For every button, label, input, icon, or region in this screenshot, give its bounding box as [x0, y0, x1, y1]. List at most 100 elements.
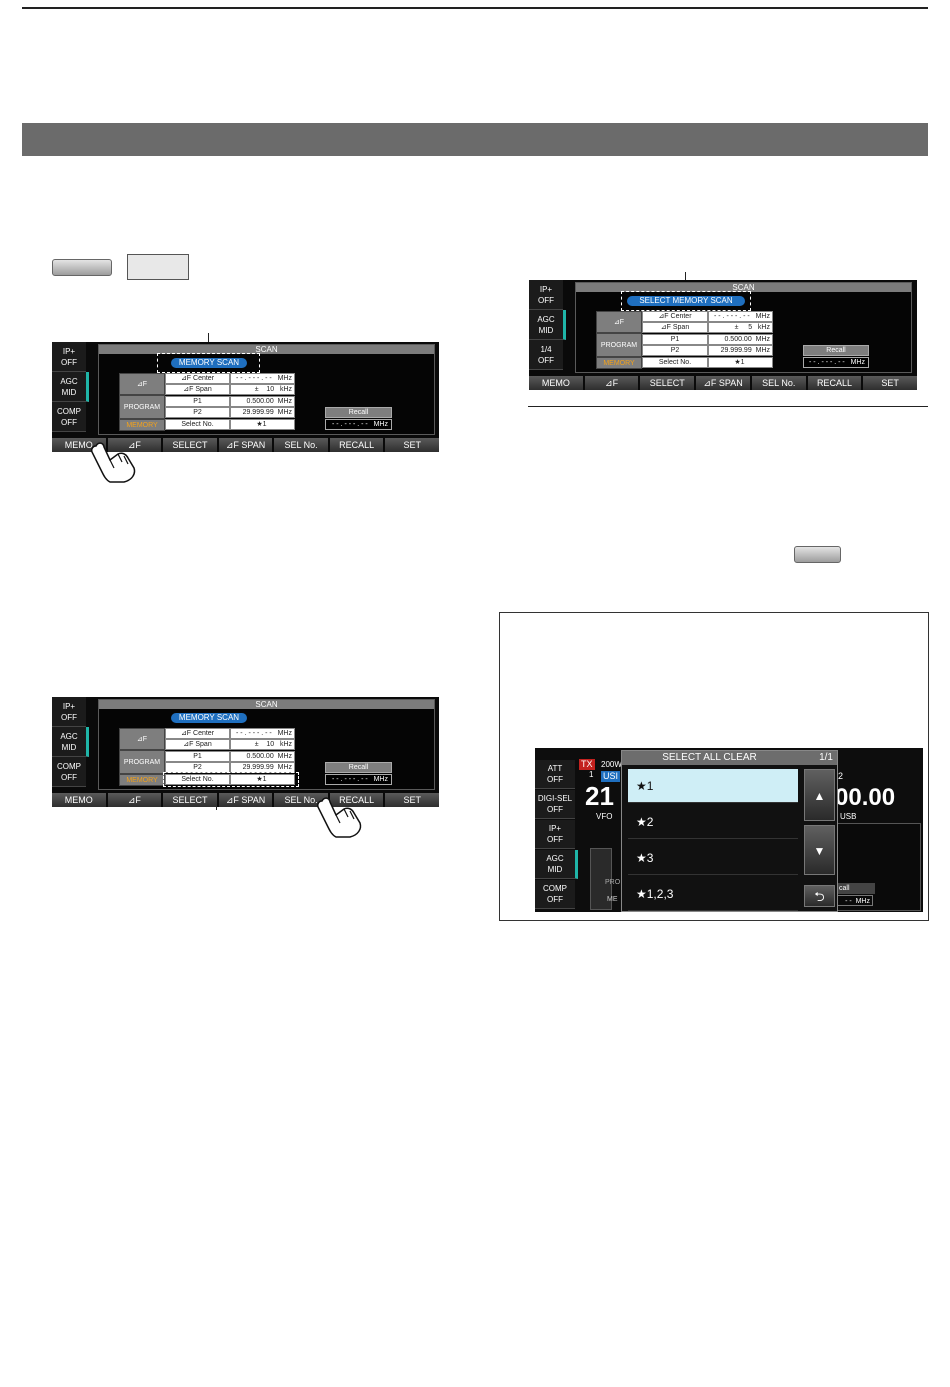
soft-key-set[interactable]: SET: [385, 438, 440, 452]
back-icon[interactable]: ⮌: [804, 885, 835, 907]
vfo-number: 2: [838, 771, 844, 781]
scroll-up-icon[interactable]: ▲: [804, 769, 835, 821]
side-key-digi-sel[interactable]: DIGI-SEL OFF: [535, 790, 575, 819]
soft-key-recall[interactable]: RECALL: [807, 376, 862, 390]
group-program[interactable]: PROGRAM: [119, 395, 165, 419]
soft-key-sel-no[interactable]: SEL No.: [274, 793, 328, 807]
group-memory[interactable]: MEMORY: [119, 774, 165, 786]
side-key-comp[interactable]: COMP OFF: [535, 880, 575, 909]
row-label: P1: [165, 751, 230, 762]
dialog-header: SELECT ALL CLEAR 1/1: [622, 751, 837, 765]
soft-key-set[interactable]: SET: [385, 793, 440, 807]
mode-right: USB: [840, 812, 857, 821]
soft-key-recall[interactable]: RECALL: [329, 438, 384, 452]
side-key-comp[interactable]: 1/4 OFF: [529, 340, 563, 370]
list-item[interactable]: ★2: [628, 805, 798, 839]
side-key-label: IP+: [62, 701, 76, 711]
soft-key-df[interactable]: ⊿F: [584, 376, 639, 390]
group-program[interactable]: PROGRAM: [596, 333, 642, 357]
select-all-clear-dialog: SELECT ALL CLEAR 1/1 ★1 ★2 ★3 ★1,2,3 ▲ ▼…: [621, 750, 838, 912]
side-key-value: OFF: [538, 295, 554, 305]
soft-key-sel-no[interactable]: SEL No.: [274, 438, 328, 452]
side-key-ip[interactable]: IP+ OFF: [535, 820, 575, 849]
soft-key-memo[interactable]: MEMO: [52, 793, 106, 807]
list-item[interactable]: ★1,2,3: [628, 877, 798, 911]
side-key-ip[interactable]: IP+ OFF: [529, 280, 563, 310]
side-key-agc[interactable]: AGC MID: [52, 727, 89, 757]
side-key-ip[interactable]: IP+ OFF: [52, 342, 86, 372]
side-key-label: IP+: [62, 346, 76, 356]
side-key-att[interactable]: ATT OFF: [535, 760, 575, 789]
side-key-value: OFF: [547, 835, 563, 844]
group-memory[interactable]: MEMORY: [119, 419, 165, 431]
row-label: ⊿F Center: [165, 373, 230, 384]
recall-title[interactable]: Recall: [325, 407, 392, 418]
row-label: P1: [165, 396, 230, 407]
list-item[interactable]: ★3: [628, 841, 798, 875]
group-df[interactable]: ⊿F: [119, 373, 165, 395]
row-label: P1: [642, 334, 708, 345]
frequency-digits-right: 00.00: [835, 784, 896, 811]
highlight-frame: [157, 353, 260, 373]
recall-title[interactable]: Recall: [325, 762, 392, 773]
recall-mhz-fragment: - - MHz: [837, 895, 873, 906]
soft-key-df[interactable]: ⊿F: [107, 438, 162, 452]
row-value: - - . - - - . - - MHz: [708, 311, 773, 322]
soft-key-memo[interactable]: MEMO: [529, 376, 583, 390]
group-memory[interactable]: MEMORY: [596, 357, 642, 369]
side-key-comp[interactable]: COMP OFF: [52, 757, 86, 787]
row-value: ± 10 kHz: [230, 384, 295, 395]
column-rule: [528, 406, 928, 407]
side-key-label: 1/4: [540, 344, 552, 354]
soft-key-recall[interactable]: RECALL: [329, 793, 384, 807]
soft-key-df-span[interactable]: ⊿F SPAN: [218, 438, 273, 452]
scroll-down-icon[interactable]: ▼: [804, 825, 835, 875]
soft-key-bar: MEMO ⊿F SELECT ⊿F SPAN SEL No. RECALL SE…: [529, 376, 918, 390]
side-key-comp[interactable]: COMP OFF: [52, 402, 86, 432]
side-key-label: IP+: [548, 824, 562, 833]
soft-key-select[interactable]: SELECT: [163, 793, 217, 807]
side-key-agc[interactable]: AGC MID: [535, 850, 578, 879]
row-value: ± 10 kHz: [230, 739, 295, 750]
side-key-value: OFF: [547, 775, 563, 784]
highlight-frame: [163, 772, 299, 787]
soft-key-select[interactable]: SELECT: [640, 376, 695, 390]
row-label: ⊿F Center: [165, 728, 230, 739]
side-key-label: COMP: [543, 884, 567, 893]
side-key-value: OFF: [547, 805, 563, 814]
soft-key-sel-no[interactable]: SEL No.: [751, 376, 806, 390]
side-key-agc[interactable]: AGC MID: [529, 310, 566, 340]
group-df[interactable]: ⊿F: [119, 728, 165, 750]
soft-key-df-span[interactable]: ⊿F SPAN: [696, 376, 750, 390]
group-program[interactable]: PROGRAM: [119, 750, 165, 774]
finger-touch-icon: [91, 442, 136, 483]
side-key-value: OFF: [61, 417, 77, 427]
tx-indicator: TX: [579, 759, 595, 770]
scan-panel-fragment: [590, 848, 612, 910]
soft-key-select[interactable]: SELECT: [163, 438, 217, 452]
row-label: Select No.: [642, 357, 708, 368]
scan-title: SCAN: [99, 345, 434, 354]
side-key-label: COMP: [57, 761, 81, 771]
side-key-agc[interactable]: AGC MID: [52, 372, 89, 402]
scan-panel: SCAN MEMORY SCAN ⊿F PROGRAM MEMORY ⊿F Ce…: [98, 344, 435, 435]
soft-key-set[interactable]: SET: [863, 376, 918, 390]
row-value: - - . - - - . - - MHz: [230, 373, 295, 384]
soft-key-df-span[interactable]: ⊿F SPAN: [218, 793, 273, 807]
side-key-value: OFF: [538, 355, 554, 365]
side-key-label: AGC: [60, 731, 78, 741]
list-item[interactable]: ★1: [628, 769, 798, 803]
vfo-mark: 1: [589, 770, 594, 779]
side-key-ip[interactable]: IP+ OFF: [52, 697, 86, 727]
row-value: 0.500.00 MHz: [230, 751, 295, 762]
side-key-label: IP+: [539, 284, 553, 294]
dialog-title: SELECT ALL CLEAR: [662, 752, 757, 763]
soft-key-df[interactable]: ⊿F: [107, 793, 162, 807]
group-df[interactable]: ⊿F: [596, 311, 642, 333]
recall-title[interactable]: Recall: [803, 345, 869, 356]
row-value: 0.500.00 MHz: [708, 334, 773, 345]
recall-value: - - . - - - . - - MHz: [325, 419, 392, 430]
recall-value: - - . - - - . - - MHz: [803, 357, 869, 368]
power-readout: 200W: [601, 760, 622, 769]
side-key-value: MID: [61, 387, 77, 397]
